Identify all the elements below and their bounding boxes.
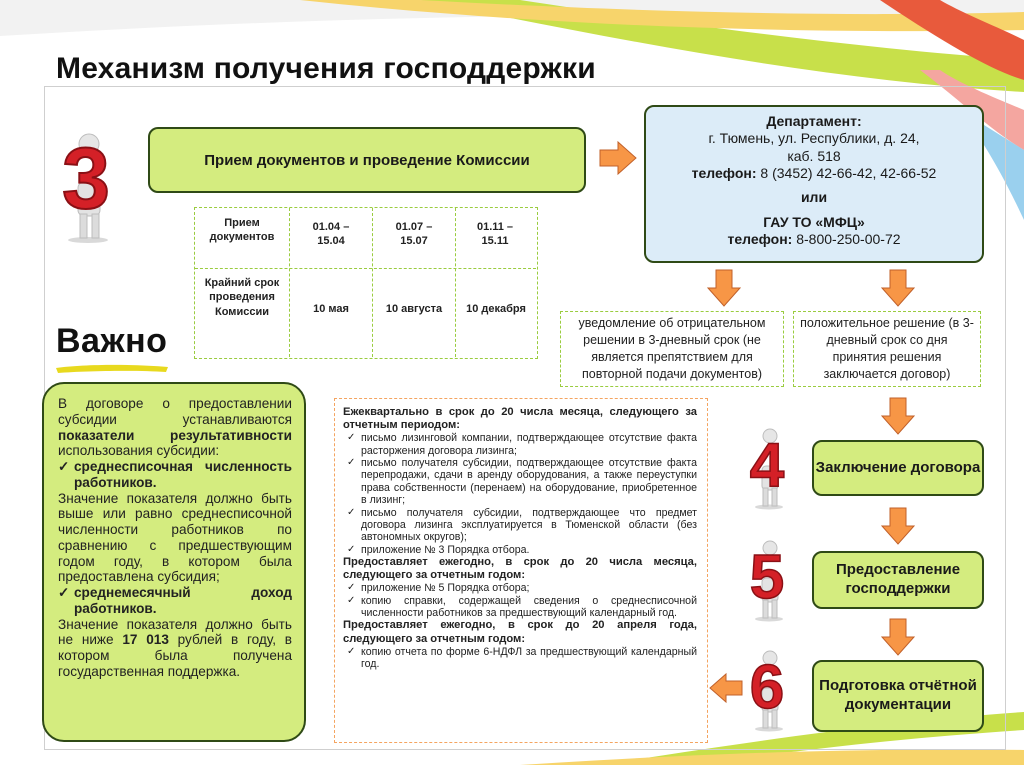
step-number-3-figure: 3 <box>61 130 111 243</box>
page-title: Механизм получения господдержки <box>56 52 596 85</box>
arrow-down-icon <box>880 618 916 656</box>
schedule-deadline-1: 10 мая <box>313 303 349 315</box>
step-number-4: 4 <box>750 431 785 500</box>
important-item1: среднесписочная численность работников. <box>58 459 292 491</box>
mfc-phone-row: телефон: 8-800-250-00-72 <box>654 231 974 248</box>
step3-label: Прием документов и проведение Комиссии <box>204 151 530 169</box>
step5-box: Предоставление господдержки <box>812 551 984 609</box>
reporting-panel: Ежеквартально в срок до 20 числа месяца,… <box>334 398 708 743</box>
step-number-5: 5 <box>750 543 784 612</box>
important-item2-text: Значение показателя должно быть не ниже … <box>58 617 292 680</box>
important-panel: В договоре о предоставлении субсидии уст… <box>42 382 306 742</box>
arrow-down-icon <box>880 397 916 435</box>
positive-decision-box: положительное решение (в 3-дневный срок … <box>793 311 981 387</box>
step6-box: Подготовка отчётной документации <box>812 660 984 732</box>
step4-box: Заключение договора <box>812 440 984 496</box>
important-intro-plain: В договоре о предоставлении субсидии уст… <box>58 396 292 427</box>
schedule-row2-label: Крайний срок проведения Комиссии <box>204 277 280 318</box>
arrow-left-icon <box>709 672 743 704</box>
step-number-3: 3 <box>62 131 110 227</box>
arrow-right-icon <box>599 140 637 176</box>
step-number-4-figure: 4 <box>749 428 786 510</box>
step3-box: Прием документов и проведение Комиссии <box>148 127 586 193</box>
important-item1-text: Значение показателя должно быть выше или… <box>58 490 292 585</box>
important-intro-bold: показатели результативности <box>58 427 292 443</box>
highlight-stroke <box>56 364 168 373</box>
reporting-yearly-item: копию справки, содержащей сведения о сре… <box>343 595 697 620</box>
reporting-april-item: копию отчета по форме 6-НДФЛ за предшест… <box>343 646 697 671</box>
step4-label: Заключение договора <box>815 458 981 476</box>
reporting-april-heading: Предоставляет ежегодно, в срок до 20 апр… <box>343 619 697 645</box>
department-address-line1: г. Тюмень, ул. Республики, д. 24, <box>708 130 920 147</box>
mfc-name: ГАУ ТО «МФЦ» <box>763 213 865 230</box>
important-item2-text-a: Значение показателя должно быть не ниже <box>58 616 292 648</box>
department-heading: Департамент: <box>766 113 862 129</box>
negative-decision-box: уведомление об отрицательном решении в 3… <box>560 311 784 387</box>
schedule-row1-label: Прием документов <box>209 217 275 244</box>
mfc-phone-label: телефон: <box>727 231 793 248</box>
important-intro-tail: использования субсидии: <box>58 443 220 459</box>
reporting-quarterly-item: письмо получателя субсидии, подтверждающ… <box>343 457 697 507</box>
schedule-period-1: 01.04 – 15.04 <box>312 221 350 248</box>
important-badge-text: Важно <box>56 322 168 360</box>
step5-label: Предоставление господдержки <box>835 561 961 597</box>
schedule-deadline-2: 10 августа <box>385 303 443 315</box>
arrow-down-icon <box>880 507 916 545</box>
mfc-phone-value: 8-800-250-00-72 <box>796 231 901 248</box>
schedule-period-3: 01.11 – 15.11 <box>476 221 514 248</box>
important-item2-amount: 17 013 <box>122 632 169 648</box>
important-badge: Важно <box>48 316 172 378</box>
department-address-line2: каб. 518 <box>787 147 841 164</box>
arrow-down-icon <box>880 269 916 307</box>
step6-label: Подготовка отчётной документации <box>819 677 977 713</box>
department-or: или <box>800 189 828 206</box>
positive-decision-text: положительное решение (в 3-дневный срок … <box>800 316 974 381</box>
department-phone-label: телефон: <box>691 165 757 182</box>
step-number-5-figure: 5 <box>749 540 785 622</box>
department-box: Департамент: г. Тюмень, ул. Республики, … <box>644 105 984 263</box>
reporting-yearly-heading: Предоставляет ежегодно, в срок до 20 чис… <box>343 556 697 582</box>
department-phone-row: телефон: 8 (3452) 42-66-42, 42-66-52 <box>654 165 974 182</box>
arrow-down-icon <box>706 269 742 307</box>
reporting-quarterly-item: приложение № 3 Порядка отбора. <box>343 544 697 556</box>
step-number-6-figure: 6 <box>749 650 785 732</box>
reporting-yearly-item: приложение № 5 Порядка отбора; <box>343 582 697 594</box>
important-item2-text-b: рублей в году, в котором была получена г… <box>58 632 292 680</box>
reporting-quarterly-item: письмо получателя субсидии, подтверждающ… <box>343 507 697 544</box>
reporting-quarterly-item: письмо лизинговой компании, подтверждающ… <box>343 432 697 457</box>
schedule-period-2: 01.07 – 15.07 <box>395 221 433 248</box>
department-phone-value: 8 (3452) 42-66-42, 42-66-52 <box>760 165 937 182</box>
step-number-6: 6 <box>750 653 784 722</box>
negative-decision-text: уведомление об отрицательном решении в 3… <box>578 316 766 381</box>
schedule-deadline-3: 10 декабря <box>466 303 526 315</box>
important-item2: среднемесячный доход работников. <box>58 585 292 617</box>
important-intro: В договоре о предоставлении субсидии уст… <box>58 396 292 459</box>
schedule-table: Прием документов Крайний срок проведения… <box>194 207 538 359</box>
reporting-quarterly-heading: Ежеквартально в срок до 20 числа месяца,… <box>343 406 697 432</box>
